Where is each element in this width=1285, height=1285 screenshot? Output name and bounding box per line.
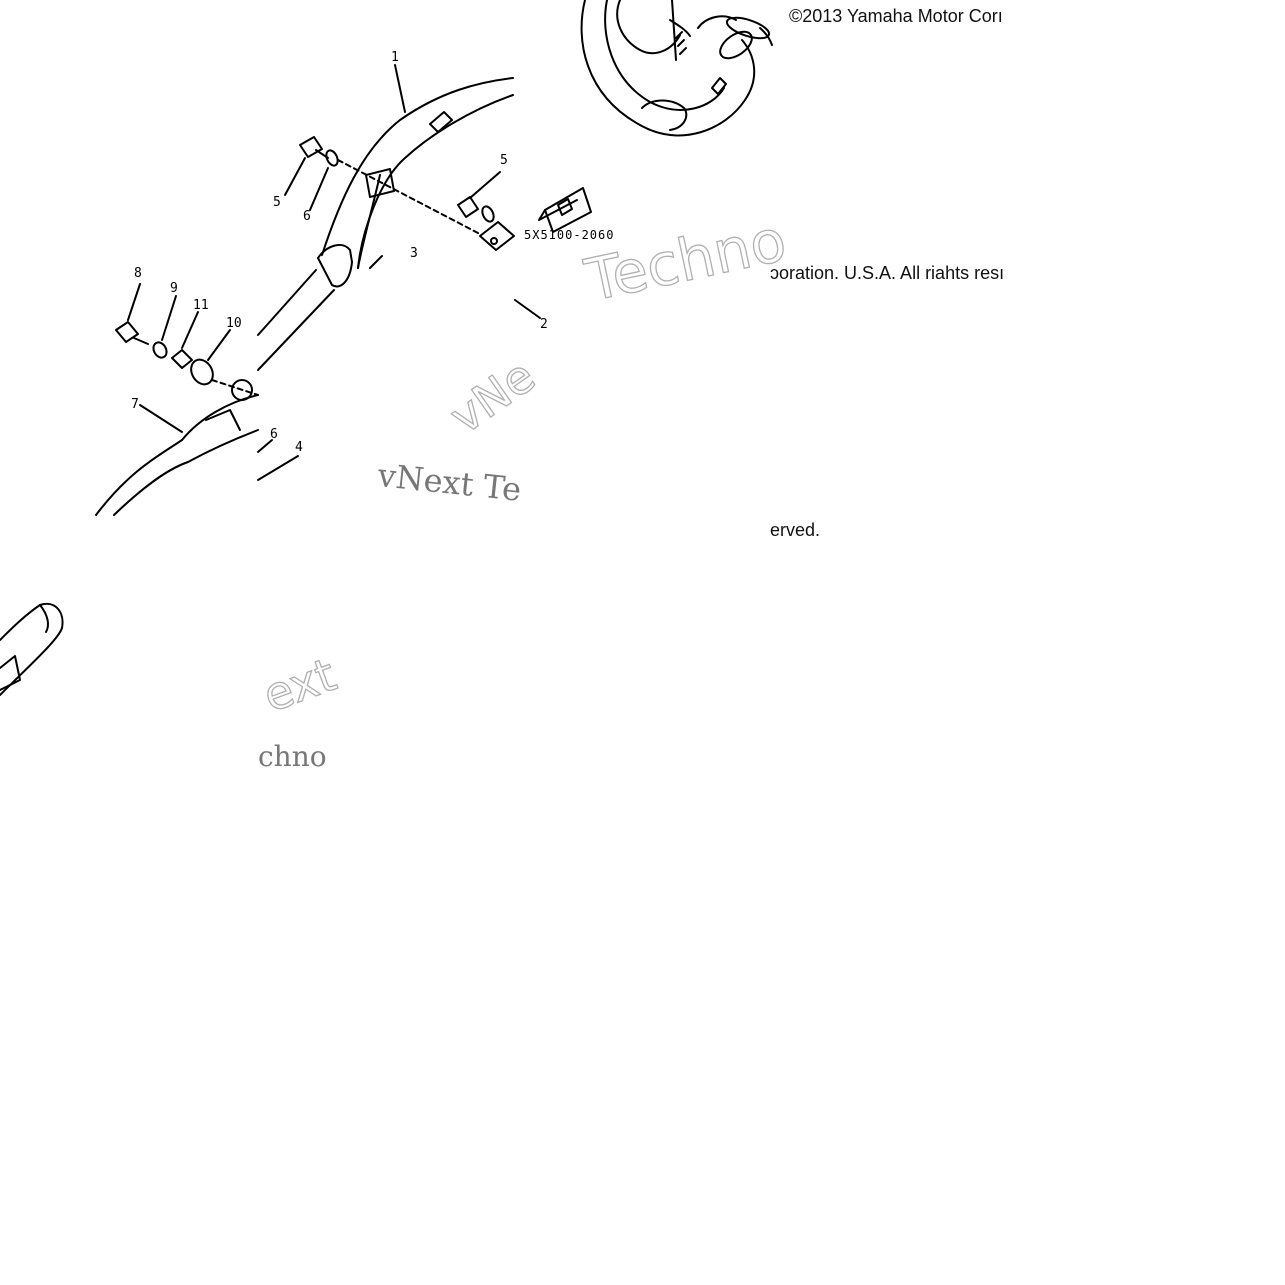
leader-6 [257, 439, 273, 453]
chamber-pipe-upper [580, 0, 773, 137]
callout-5-left: 5 [273, 195, 281, 210]
callout-7: 7 [131, 397, 139, 412]
part-code: 5X5100-2060 [524, 228, 615, 242]
silencer [95, 394, 259, 516]
copyright-line-mid: ɔoration. U.S.A. All riahts resı [770, 263, 1005, 283]
leader-2 [514, 299, 541, 319]
expansion-chamber [321, 64, 514, 269]
callout-2: 2 [540, 317, 548, 332]
grommet-10 [190, 329, 231, 386]
connector-pipe [257, 243, 353, 371]
bolt-8 [115, 283, 149, 345]
copyright-line-end: erved. [770, 520, 821, 540]
callout-10: 10 [226, 316, 242, 331]
callout-4: 4 [295, 440, 303, 455]
silencer-end-cap [0, 602, 64, 696]
bolt-5-upper [284, 136, 329, 196]
bolt-5-right [457, 171, 515, 251]
callout-1: 1 [391, 50, 399, 65]
callout-6-upper: 6 [303, 209, 311, 224]
callout-9: 9 [170, 281, 178, 296]
collar-11 [171, 311, 199, 369]
callout-5-right: 5 [500, 153, 508, 168]
washer-9 [152, 295, 177, 359]
watermark-chno-text: chno [258, 740, 327, 773]
mount-axis-line [337, 159, 479, 234]
callout-11: 11 [193, 298, 209, 313]
copyright-line-top: ©2013 Yamaha Motor Corı [789, 6, 1003, 26]
clamp-band [211, 379, 259, 401]
leader-4 [257, 455, 299, 481]
callout-8: 8 [134, 266, 142, 281]
callout-3: 3 [410, 246, 418, 261]
washer-6-upper [309, 149, 339, 211]
label-plate [538, 187, 592, 233]
callout-6-lower: 6 [270, 427, 278, 442]
